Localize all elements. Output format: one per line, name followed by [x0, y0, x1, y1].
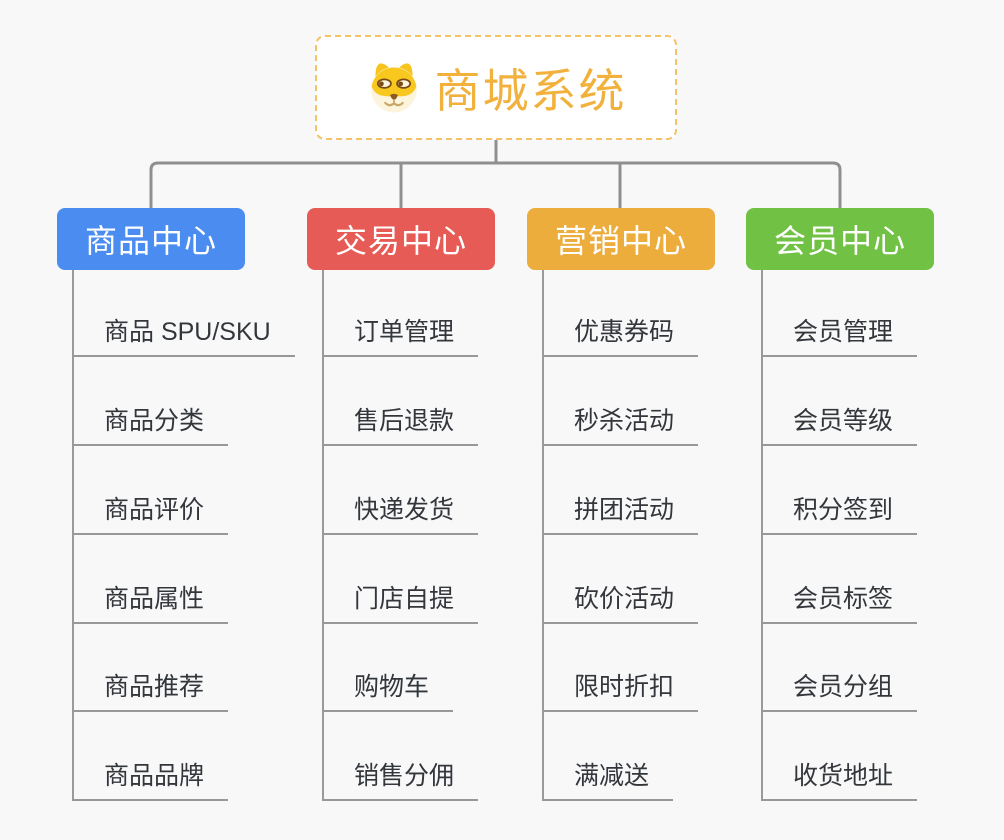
leaf-node[interactable]: 购物车: [322, 664, 454, 712]
dog-face-icon: [366, 60, 422, 116]
leaf-node[interactable]: 商品评价: [72, 487, 229, 535]
leaf-node[interactable]: 商品推荐: [72, 664, 229, 712]
branch-label: 会员中心: [773, 223, 906, 259]
leaf-node[interactable]: 商品分类: [72, 398, 229, 446]
branch-label: 营销中心: [554, 223, 687, 259]
leaf-node[interactable]: 商品属性: [72, 576, 229, 624]
leaf-node[interactable]: 限时折扣: [542, 664, 699, 712]
leaf-node[interactable]: 会员分组: [761, 664, 918, 712]
leaf-node[interactable]: 订单管理: [322, 309, 479, 357]
leaf-node[interactable]: 门店自提: [322, 576, 479, 624]
branch-node-trade-center[interactable]: 交易中心: [307, 208, 495, 270]
branch-node-marketing-center[interactable]: 营销中心: [527, 208, 715, 270]
leaf-node[interactable]: 会员等级: [761, 398, 918, 446]
leaf-node[interactable]: 商品品牌: [72, 753, 229, 801]
leaf-node[interactable]: 会员标签: [761, 576, 918, 624]
leaf-node[interactable]: 优惠券码: [542, 309, 699, 357]
leaf-node[interactable]: 会员管理: [761, 309, 918, 357]
branch-node-member-center[interactable]: 会员中心: [746, 208, 934, 270]
leaf-node[interactable]: 商品 SPU/SKU: [72, 309, 295, 357]
leaf-node[interactable]: 满减送: [542, 753, 674, 801]
leaf-node[interactable]: 拼团活动: [542, 487, 699, 535]
branch-node-product-center[interactable]: 商品中心: [57, 208, 245, 270]
branch-label: 交易中心: [334, 223, 467, 259]
leaf-node[interactable]: 售后退款: [322, 398, 479, 446]
root-title: 商城系统: [434, 64, 627, 117]
leaf-node[interactable]: 秒杀活动: [542, 398, 699, 446]
leaf-node[interactable]: 快递发货: [322, 487, 479, 535]
leaf-node[interactable]: 收货地址: [761, 753, 918, 801]
leaf-node[interactable]: 销售分佣: [322, 753, 479, 801]
top-rail-line: [149, 161, 842, 208]
leaf-node[interactable]: 砍价活动: [542, 576, 699, 624]
branch-label: 商品中心: [84, 223, 217, 259]
leaf-node[interactable]: 积分签到: [761, 487, 918, 535]
root-node[interactable]: 商城系统: [315, 35, 677, 140]
